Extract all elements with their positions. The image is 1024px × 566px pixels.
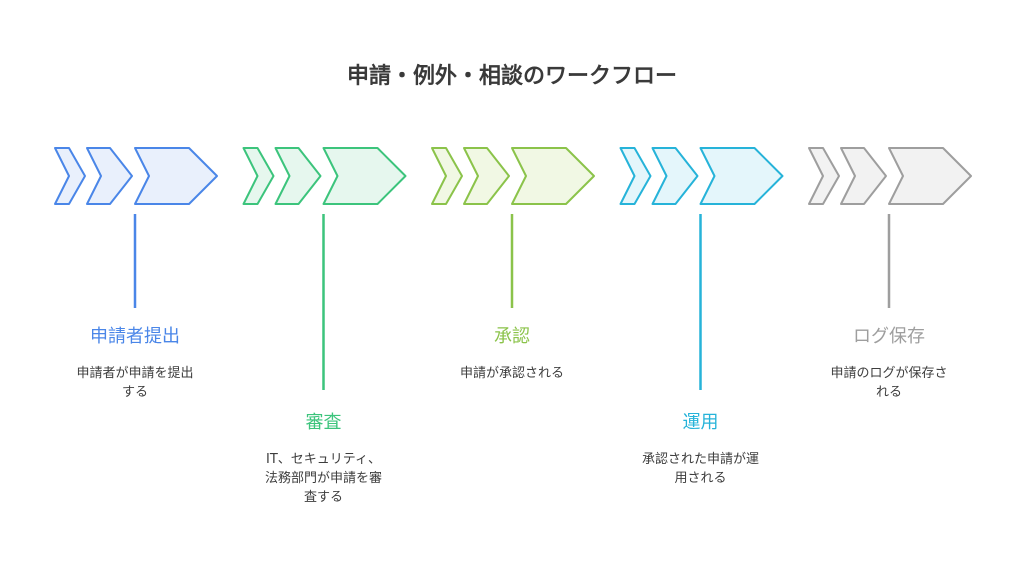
step-4-title: 運用	[682, 412, 719, 433]
step-2-chevron-3	[322, 147, 407, 205]
step-5-title: ログ保存	[853, 326, 925, 347]
diagram-title: 申請・例外・相談のワークフロー	[346, 64, 677, 89]
step-4-chevron-3	[699, 147, 784, 205]
step-3-chevron-1	[431, 147, 463, 205]
step-4-description: 承認された申請が運用される	[641, 452, 759, 486]
step-5-chevron-1	[808, 147, 840, 205]
step-1-chevron-1	[54, 147, 86, 205]
step-3-chevron-2	[463, 147, 510, 205]
step-5-chevrons	[808, 147, 972, 205]
step-3-description: 申請が承認される	[459, 366, 564, 381]
step-1-chevron-3	[134, 147, 218, 205]
step-3-chevron-3	[511, 147, 595, 205]
step-2-chevrons	[242, 147, 407, 205]
step-1-chevron-2	[86, 147, 133, 205]
step-2-title: 審査	[305, 412, 342, 433]
step-2-chevron-1	[242, 147, 275, 205]
step-2-description: IT、セキュリティ、法務部門が申請を審査する	[264, 452, 382, 505]
step-3-chevrons	[431, 147, 595, 205]
step-5-chevron-2	[840, 147, 887, 205]
step-1-description: 申請者が申請を提出する	[76, 366, 194, 400]
step-2-chevron-2	[274, 147, 322, 205]
step-3-title: 承認	[494, 326, 530, 347]
step-4-chevrons	[619, 147, 784, 205]
step-4-chevron-2	[651, 147, 699, 205]
step-4-chevron-1	[619, 147, 652, 205]
step-1-title: 申請者提出	[90, 326, 180, 347]
step-5-chevron-3	[888, 147, 972, 205]
step-5-description: 申請のログが保存される	[830, 366, 948, 400]
step-1-chevrons	[54, 147, 218, 205]
